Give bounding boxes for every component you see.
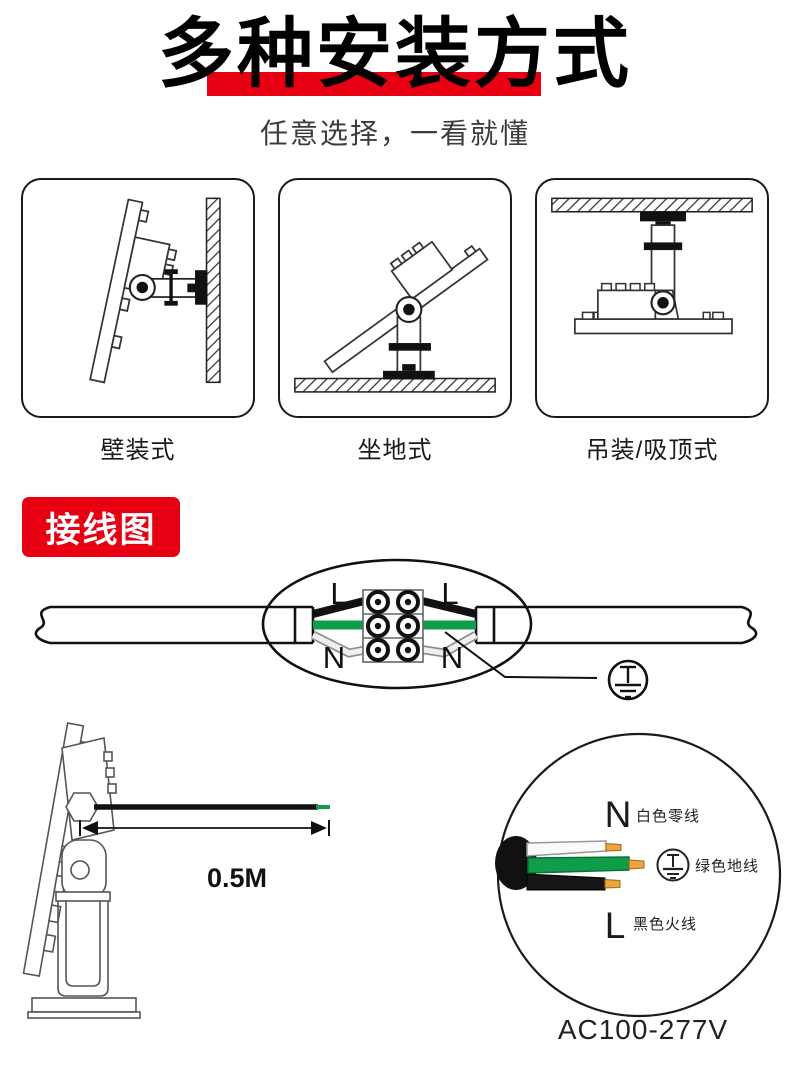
label-n-right: N (441, 640, 463, 675)
wiring-cable-diagram: L L N N (34, 558, 758, 701)
ground-wire-tip (628, 859, 645, 870)
cable-left (34, 605, 315, 645)
wall-mount-box (21, 178, 255, 418)
floor-mount-icon (294, 240, 496, 393)
ceiling-mount-label: 吊装/吸顶式 (585, 437, 719, 464)
magnifier-ellipse (261, 558, 533, 690)
terminal-block-icon (362, 589, 424, 663)
cable-right (474, 605, 758, 645)
earth-ground-symbol (607, 659, 649, 701)
live-wire-label: 黑色火线 (633, 916, 697, 933)
header: 多种安装方式 (0, 0, 790, 110)
dimension-arrow (79, 820, 330, 836)
live-wire-black (312, 595, 477, 618)
floodlight-side-view-icon (22, 722, 141, 1019)
wire-bundle-icon (495, 836, 645, 891)
ceiling-mount-icon (551, 197, 753, 335)
ground-wire (527, 856, 630, 874)
neutral-code-label: N (605, 794, 632, 835)
floor-mount-label: 坐地式 (357, 437, 433, 464)
mount-option-floor: 坐地式 (278, 178, 512, 465)
mount-option-ceiling: 吊装/吸顶式 (535, 178, 769, 465)
neutral-wire-tip (605, 842, 622, 852)
voltage-label: AC100-277V (558, 1014, 728, 1045)
label-l-right: L (441, 576, 458, 611)
cable-length-label: 0.5M (207, 863, 267, 893)
live-code-label: L (605, 905, 626, 946)
floor-mount-box (278, 178, 512, 418)
live-wire-tip (604, 878, 621, 889)
page-title: 多种安装方式 (158, 12, 632, 97)
wiring-diagram-badge: 接线图 (22, 497, 180, 557)
label-n-left: N (323, 640, 345, 675)
mount-options-row: 壁装式 (0, 178, 790, 465)
wall-mount-label: 壁装式 (100, 437, 176, 464)
earth-ground-symbol-small (656, 848, 690, 882)
ground-callout-line (444, 631, 598, 679)
page-subtitle: 任意选择，一看就懂 (259, 118, 530, 149)
bottom-detail-section: 0.5M N 白色零线 绿色地线 L (22, 722, 782, 1045)
wall-mount-icon (89, 197, 221, 384)
live-wire (526, 873, 606, 891)
ground-wire-label: 绿色地线 (695, 858, 759, 875)
mount-option-wall: 壁装式 (21, 178, 255, 465)
ceiling-mount-box (535, 178, 769, 418)
label-l-left: L (330, 576, 347, 611)
title-accent-bar (207, 72, 541, 96)
neutral-wire-label: 白色零线 (636, 808, 700, 825)
